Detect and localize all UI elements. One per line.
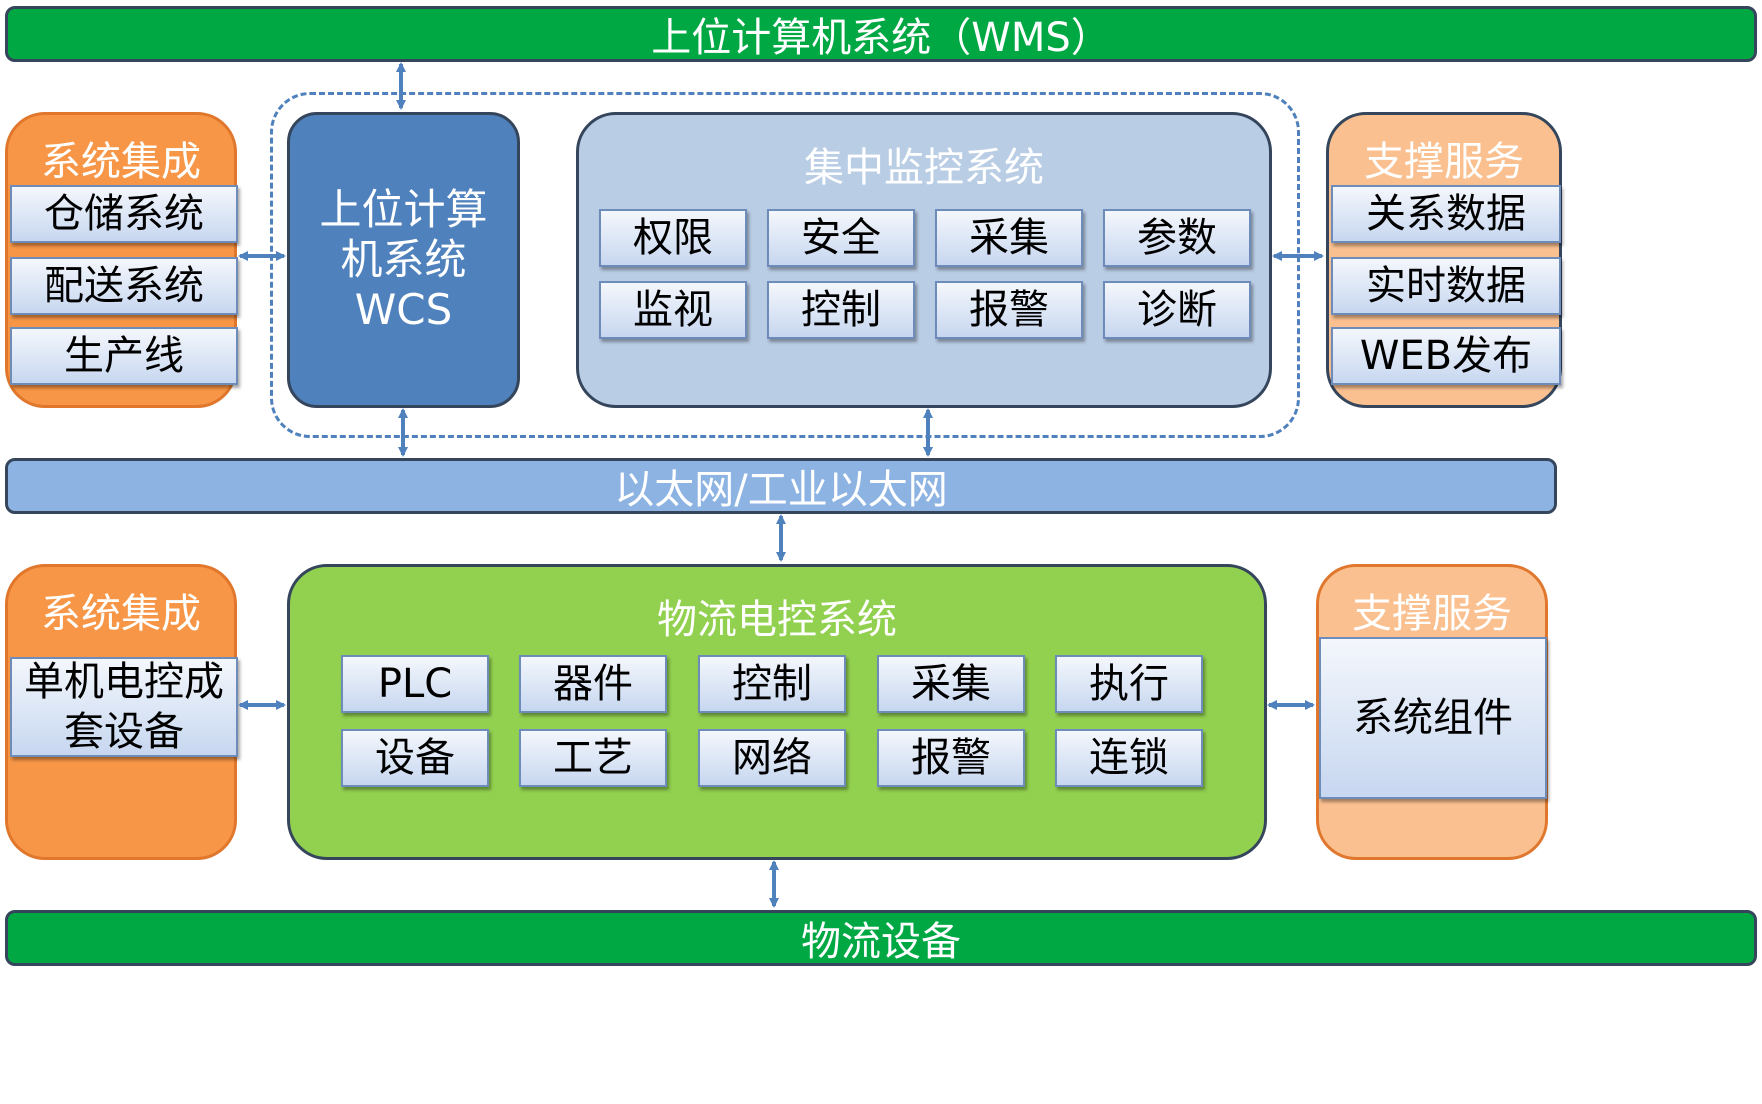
equipment-box: 设备 <box>341 729 489 787</box>
relational-data-box: 关系数据 <box>1331 185 1561 243</box>
monitor-box: 监视 <box>599 281 747 339</box>
permission-box: 权限 <box>599 209 747 267</box>
plc-box: PLC <box>341 655 489 713</box>
logistics-control-box: 控制 <box>698 655 846 713</box>
acquisition-box: 采集 <box>935 209 1083 267</box>
upper-system-integration-panel: 系统集成 仓储系统 配送系统 生产线 <box>5 112 238 408</box>
distribution-system-box: 配送系统 <box>10 257 238 315</box>
standalone-equipment-line-2: 套设备 <box>64 709 184 755</box>
logistics-equipment-bar: 物流设备 <box>5 910 1757 966</box>
wcs-line-3: WCS <box>354 285 453 334</box>
standalone-equipment-box: 单机电控成 套设备 <box>10 657 238 757</box>
production-line-box: 生产线 <box>10 327 238 385</box>
upper-support-services-title: 支撑服务 <box>1364 139 1524 185</box>
system-component-box: 系统组件 <box>1319 637 1547 799</box>
logistics-control-panel: 物流电控系统 PLC 器件 控制 采集 执行 设备 工艺 网络 报警 连锁 <box>287 564 1267 860</box>
wms-bar-label: 上位计算机系统（WMS） <box>651 15 1111 61</box>
wcs-box: 上位计算 机系统 WCS <box>287 112 520 408</box>
central-monitoring-title: 集中监控系统 <box>804 145 1044 191</box>
diagnosis-box: 诊断 <box>1103 281 1251 339</box>
ethernet-bar-label: 以太网/工业以太网 <box>614 467 948 513</box>
wms-bar: 上位计算机系统（WMS） <box>5 6 1757 62</box>
security-box: 安全 <box>767 209 915 267</box>
realtime-data-box: 实时数据 <box>1331 257 1561 315</box>
standalone-equipment-line-1: 单机电控成 <box>24 659 224 705</box>
interlock-box: 连锁 <box>1055 729 1203 787</box>
wcs-line-2: 机系统 <box>340 235 467 284</box>
lower-support-services-title: 支撑服务 <box>1352 591 1512 637</box>
logistics-control-title: 物流电控系统 <box>657 597 897 643</box>
central-monitoring-panel: 集中监控系统 权限 安全 采集 参数 监视 控制 报警 诊断 <box>576 112 1272 408</box>
logistics-acquisition-box: 采集 <box>877 655 1025 713</box>
component-box: 器件 <box>519 655 667 713</box>
warehouse-system-box: 仓储系统 <box>10 185 238 243</box>
web-publish-box: WEB发布 <box>1331 327 1561 385</box>
alarm-box: 报警 <box>935 281 1083 339</box>
wcs-monitor-group-boundary <box>270 92 1300 438</box>
execution-box: 执行 <box>1055 655 1203 713</box>
process-box: 工艺 <box>519 729 667 787</box>
parameter-box: 参数 <box>1103 209 1251 267</box>
upper-system-integration-title: 系统集成 <box>41 139 201 185</box>
logistics-alarm-box: 报警 <box>877 729 1025 787</box>
upper-support-services-panel: 支撑服务 关系数据 实时数据 WEB发布 <box>1326 112 1562 408</box>
lower-support-services-panel: 支撑服务 系统组件 <box>1316 564 1548 860</box>
lower-system-integration-title: 系统集成 <box>41 591 201 637</box>
wcs-line-1: 上位计算 <box>319 185 488 234</box>
lower-system-integration-panel: 系统集成 单机电控成 套设备 <box>5 564 238 860</box>
logistics-equipment-bar-label: 物流设备 <box>801 919 961 965</box>
ethernet-bar: 以太网/工业以太网 <box>5 458 1557 514</box>
network-box: 网络 <box>698 729 846 787</box>
control-box: 控制 <box>767 281 915 339</box>
